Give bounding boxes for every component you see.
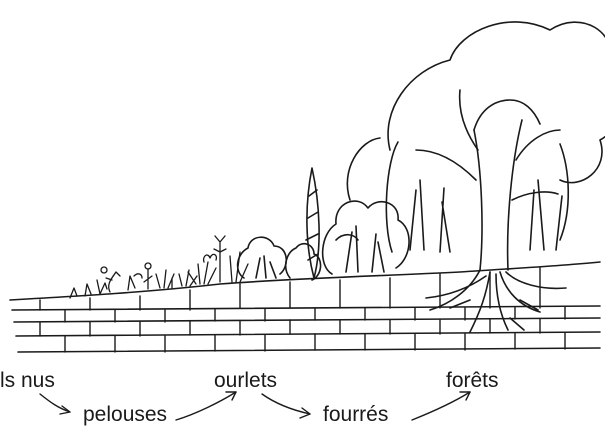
stage-label-bare-soil: ls nus xyxy=(0,370,55,391)
stage-label-forest: forêts xyxy=(446,370,499,391)
grassland-tufts xyxy=(156,236,248,288)
stage-label-edges: ourlets xyxy=(214,370,277,391)
thicket xyxy=(323,201,409,274)
arrow-to-fourres xyxy=(262,394,310,418)
tree-roots xyxy=(426,270,566,332)
young-conifer xyxy=(306,168,319,278)
sparse-herbs xyxy=(70,263,152,298)
arrow-to-pelouses xyxy=(40,394,70,414)
arrow-to-forets xyxy=(412,392,470,420)
forest xyxy=(347,22,605,332)
stage-label-grassland: pelouses xyxy=(83,404,167,425)
arrow-to-ourlets xyxy=(176,392,236,420)
stage-label-thicket: fourrés xyxy=(323,404,388,425)
ground xyxy=(10,262,600,352)
